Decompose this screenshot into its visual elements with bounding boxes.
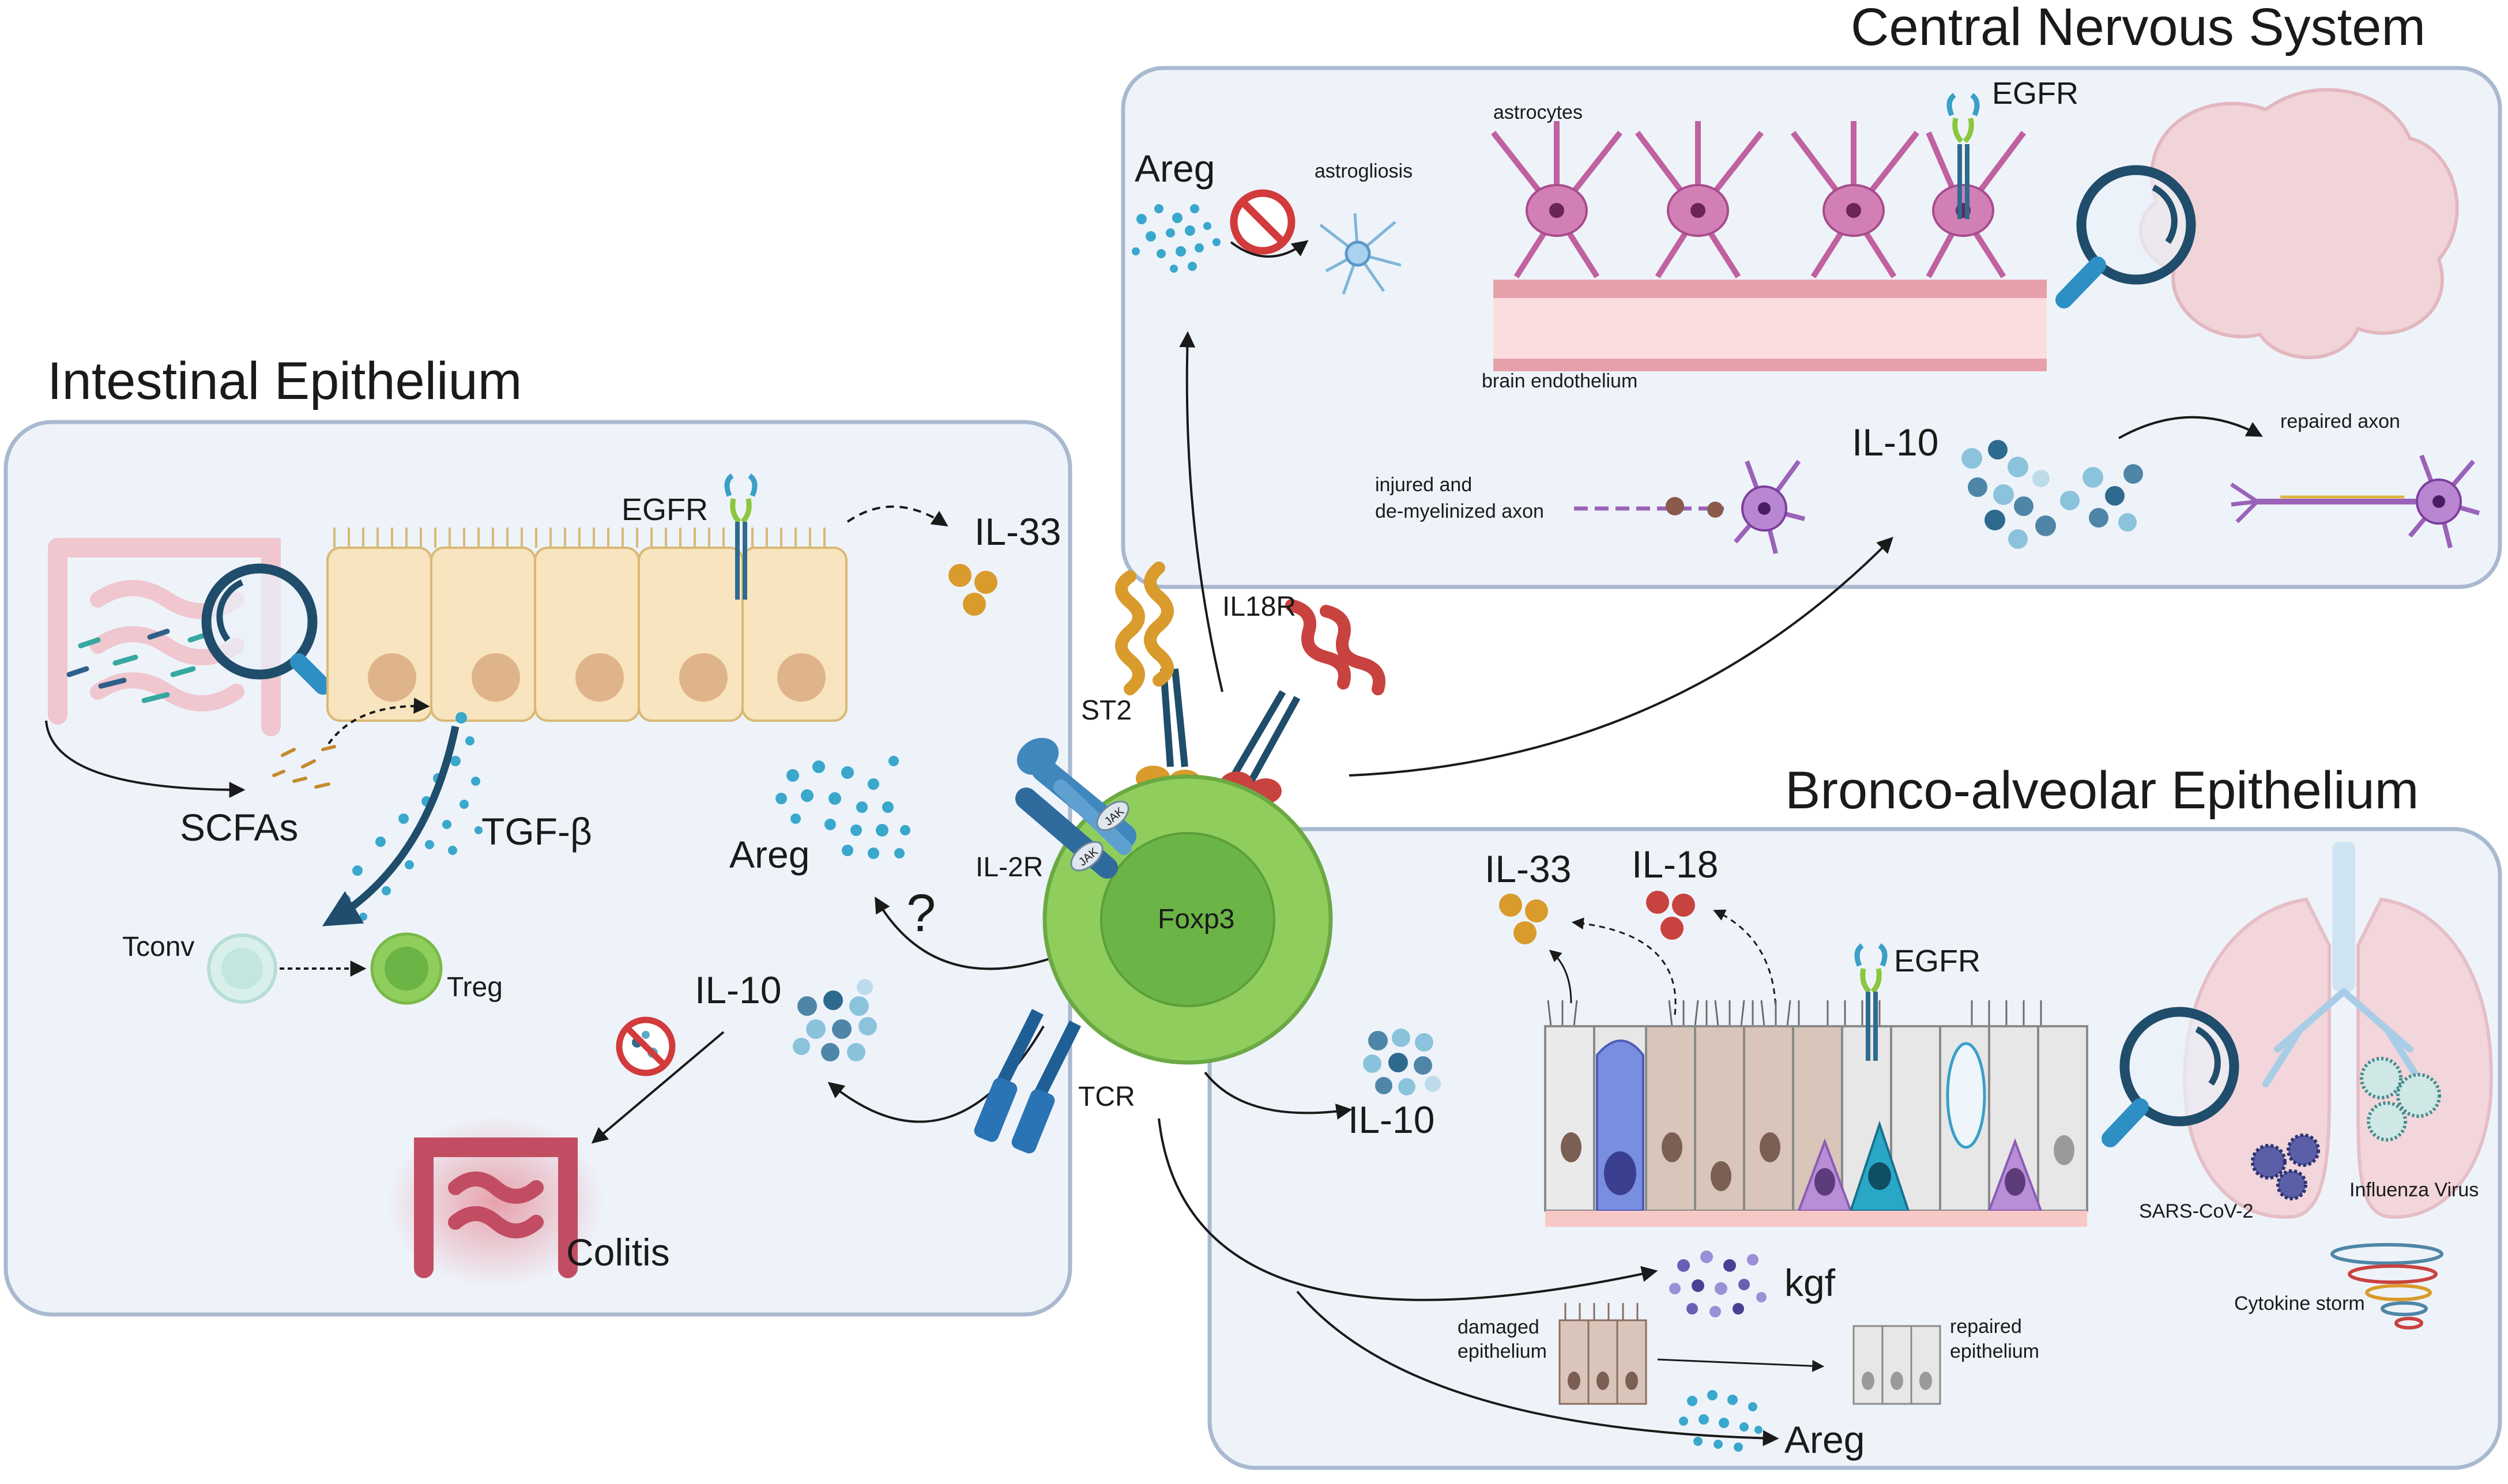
injured-axon-neuron xyxy=(1574,459,1805,554)
injured-axon-label-2: de-myelinized axon xyxy=(1375,500,1544,522)
treg-label: Treg xyxy=(447,972,503,1003)
no-bacteria-icon xyxy=(616,1016,676,1076)
br-il10-label: IL-10 xyxy=(1348,1098,1434,1141)
tgfb-arrow xyxy=(322,725,460,926)
treg-small-cell xyxy=(370,932,443,1005)
sars-label: SARS-CoV-2 xyxy=(2139,1200,2253,1222)
epi-to-br-il33-arrow-2 xyxy=(1549,950,1572,1004)
br-il18-particles xyxy=(1646,891,1695,940)
kgf-label: kgf xyxy=(1784,1261,1836,1304)
br-il18-label: IL-18 xyxy=(1632,843,1718,886)
question-mark: ? xyxy=(906,884,936,943)
repaired-axon-label: repaired axon xyxy=(2280,410,2400,432)
treg-to-cns-areg-arrow xyxy=(1179,331,1223,692)
il10-to-colitis-arrow xyxy=(591,1031,725,1144)
treg-to-cns-il10-arrow xyxy=(1349,537,1893,777)
epi-to-br-il18-arrow xyxy=(1713,909,1777,1015)
br-egfr-label: EGFR xyxy=(1894,944,1980,978)
influenza-label: Influenza Virus xyxy=(2349,1179,2479,1201)
scfas-particles xyxy=(272,745,336,789)
repaired-axon-neuron xyxy=(2230,454,2480,548)
colitis-gut-icon xyxy=(386,1116,605,1289)
repaired-epi-label-2: epithelium xyxy=(1950,1340,2039,1362)
foxp3-label: Foxp3 xyxy=(1158,904,1234,935)
intestinal-title: Intestinal Epithelium xyxy=(47,352,522,410)
int-il10-particles xyxy=(793,979,877,1061)
cns-il10-label: IL-10 xyxy=(1852,421,1938,464)
tconv-label: Tconv xyxy=(122,932,194,962)
int-egfr-label: EGFR xyxy=(622,492,708,527)
br-areg-label: Areg xyxy=(1784,1418,1865,1461)
scfas-label: SCFAs xyxy=(180,806,298,849)
areg-to-astrogliosis-arrow xyxy=(1230,240,1309,258)
tcr-label: TCR xyxy=(1078,1082,1135,1112)
treg-to-br-areg-arrow xyxy=(1296,1290,1779,1447)
cns-magnifier-icon xyxy=(2055,165,2196,308)
jak-top: JAK xyxy=(1096,800,1129,831)
treg-to-areg-arrow xyxy=(875,897,1056,970)
cytokine-storm-label: Cytokine storm xyxy=(2234,1293,2365,1314)
tconv-cell xyxy=(207,933,277,1004)
int-areg-particles xyxy=(775,756,910,859)
damaged-epi-label-2: epithelium xyxy=(1458,1340,1547,1362)
cns-egfr-label: EGFR xyxy=(1992,76,2078,111)
cns-title: Central Nervous System xyxy=(1851,0,2426,57)
bronco-title: Bronco-alveolar Epithelium xyxy=(1785,761,2419,820)
astrogliosis-label: astrogliosis xyxy=(1315,160,1413,182)
tgfb-label: TGF-β xyxy=(481,810,592,853)
int-egfr-receptor-icon xyxy=(724,473,758,600)
damaged-to-repaired-arrow xyxy=(1657,1358,1825,1372)
astrocytes-label: astrocytes xyxy=(1493,101,1583,123)
brain-endothelium xyxy=(1493,280,2047,371)
br-il10-particles xyxy=(1363,1029,1441,1095)
br-il33-label: IL-33 xyxy=(1485,848,1571,890)
influenza-virus-icons xyxy=(2360,1057,2441,1142)
int-il33-particles xyxy=(948,564,997,616)
repaired-epithelium-icon xyxy=(1852,1325,1941,1405)
astrocytes-row xyxy=(1491,121,2026,278)
cns-areg-particles xyxy=(1132,204,1221,273)
damaged-epithelium-icon xyxy=(1558,1303,1647,1405)
brain-icon xyxy=(2138,88,2459,359)
lungs-icon xyxy=(2183,842,2493,1219)
egfr-to-il33-arrow xyxy=(846,505,948,527)
brain-endothelium-label: brain endothelium xyxy=(1482,370,1637,392)
il18r-receptor xyxy=(1219,599,1385,804)
no-symbol-icon xyxy=(1230,189,1296,255)
st2-receptor xyxy=(1115,562,1201,793)
int-il33-label: IL-33 xyxy=(974,510,1061,553)
cns-egfr-receptor-icon xyxy=(1946,93,1980,219)
br-il33-particles xyxy=(1499,894,1548,944)
tcr-receptor xyxy=(974,1009,1081,1154)
cns-areg-label: Areg xyxy=(1135,147,1215,190)
bronchial-epithelium xyxy=(1544,1000,2088,1227)
il2r-label: IL-2R xyxy=(976,852,1043,883)
scfas-to-epithelium-arrow xyxy=(327,698,430,745)
st2-label: ST2 xyxy=(1081,695,1132,726)
sars-cov-2-icons xyxy=(2251,1133,2320,1200)
intestinal-epithelium-cells xyxy=(326,528,848,722)
repaired-epi-label-1: repaired xyxy=(1950,1316,2022,1338)
int-il10-label: IL-10 xyxy=(695,969,781,1011)
il18r-label: IL18R xyxy=(1222,592,1296,622)
astrocyte-small-icon xyxy=(1319,213,1402,295)
br-areg-particles xyxy=(1679,1390,1763,1452)
kgf-particles xyxy=(1669,1251,1767,1317)
cytokine-storm-icon xyxy=(2330,1243,2443,1329)
epi-to-br-il33-arrow xyxy=(1571,917,1677,1015)
br-magnifier-icon xyxy=(2102,1007,2239,1147)
colitis-label: Colitis xyxy=(566,1231,670,1274)
damaged-epi-label-1: damaged xyxy=(1458,1316,1539,1338)
treg-to-br-il10-arrow xyxy=(1204,1071,1353,1120)
cns-il10-particles xyxy=(1961,440,2143,549)
br-egfr-receptor-icon xyxy=(1854,943,1888,1061)
injured-axon-label-1: injured and xyxy=(1375,474,1472,496)
gut-to-scfas-arrow xyxy=(45,720,246,798)
intestinal-magnifier-icon xyxy=(201,563,332,695)
treg-to-kgf-arrow xyxy=(1158,1118,1658,1301)
int-areg-label: Areg xyxy=(729,833,809,876)
il10-to-repaired-axon-arrow xyxy=(2118,416,2263,439)
